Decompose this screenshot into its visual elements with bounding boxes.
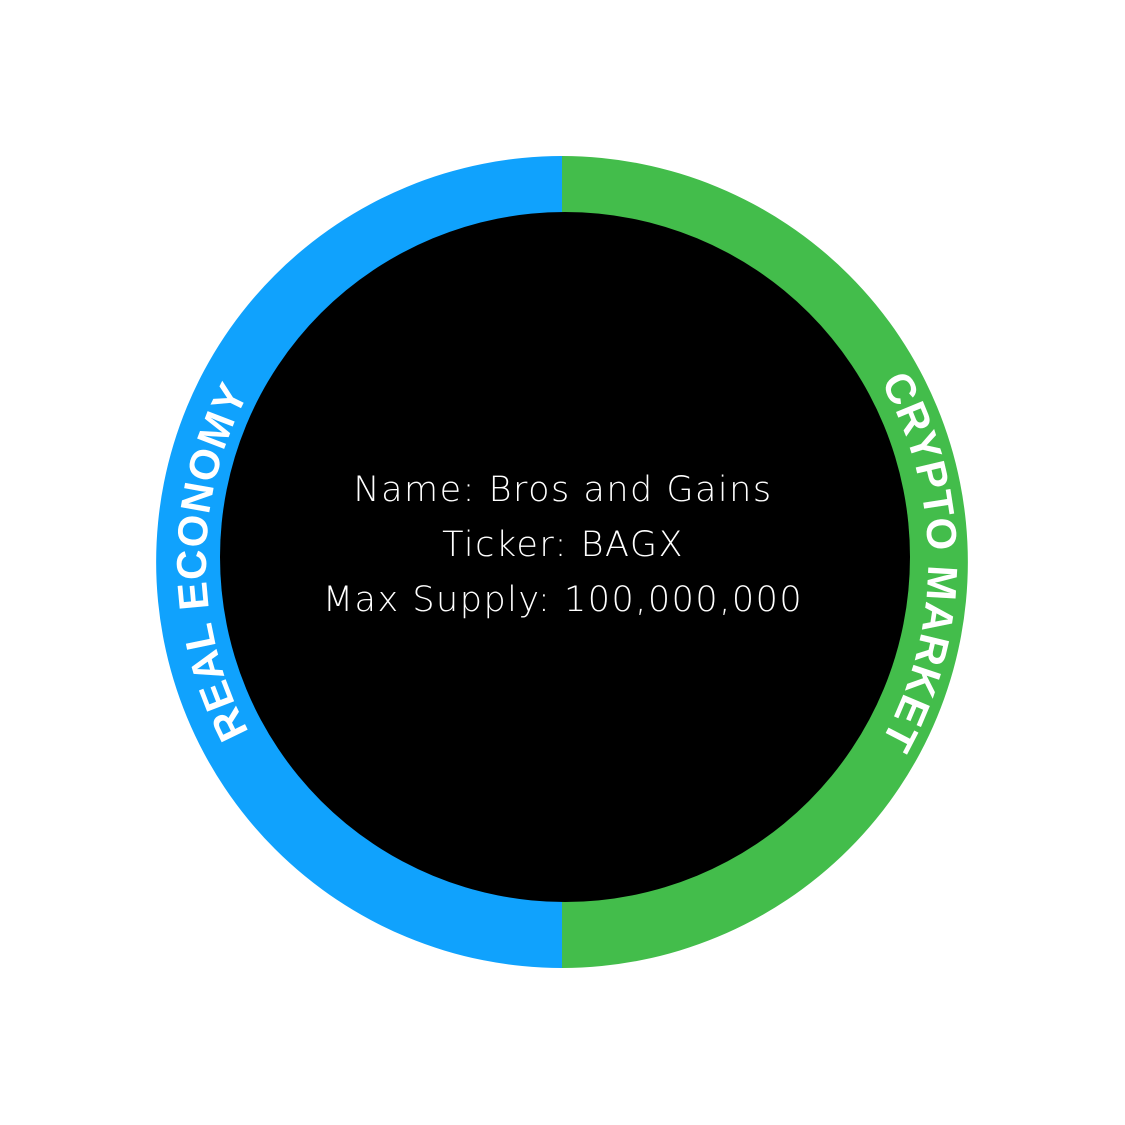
center-disc	[220, 212, 910, 902]
token-max-supply: Max Supply: 100,000,000	[323, 580, 803, 620]
token-name: Name: Bros and Gains	[353, 470, 772, 510]
token-ticker: Ticker: BAGX	[442, 525, 684, 565]
